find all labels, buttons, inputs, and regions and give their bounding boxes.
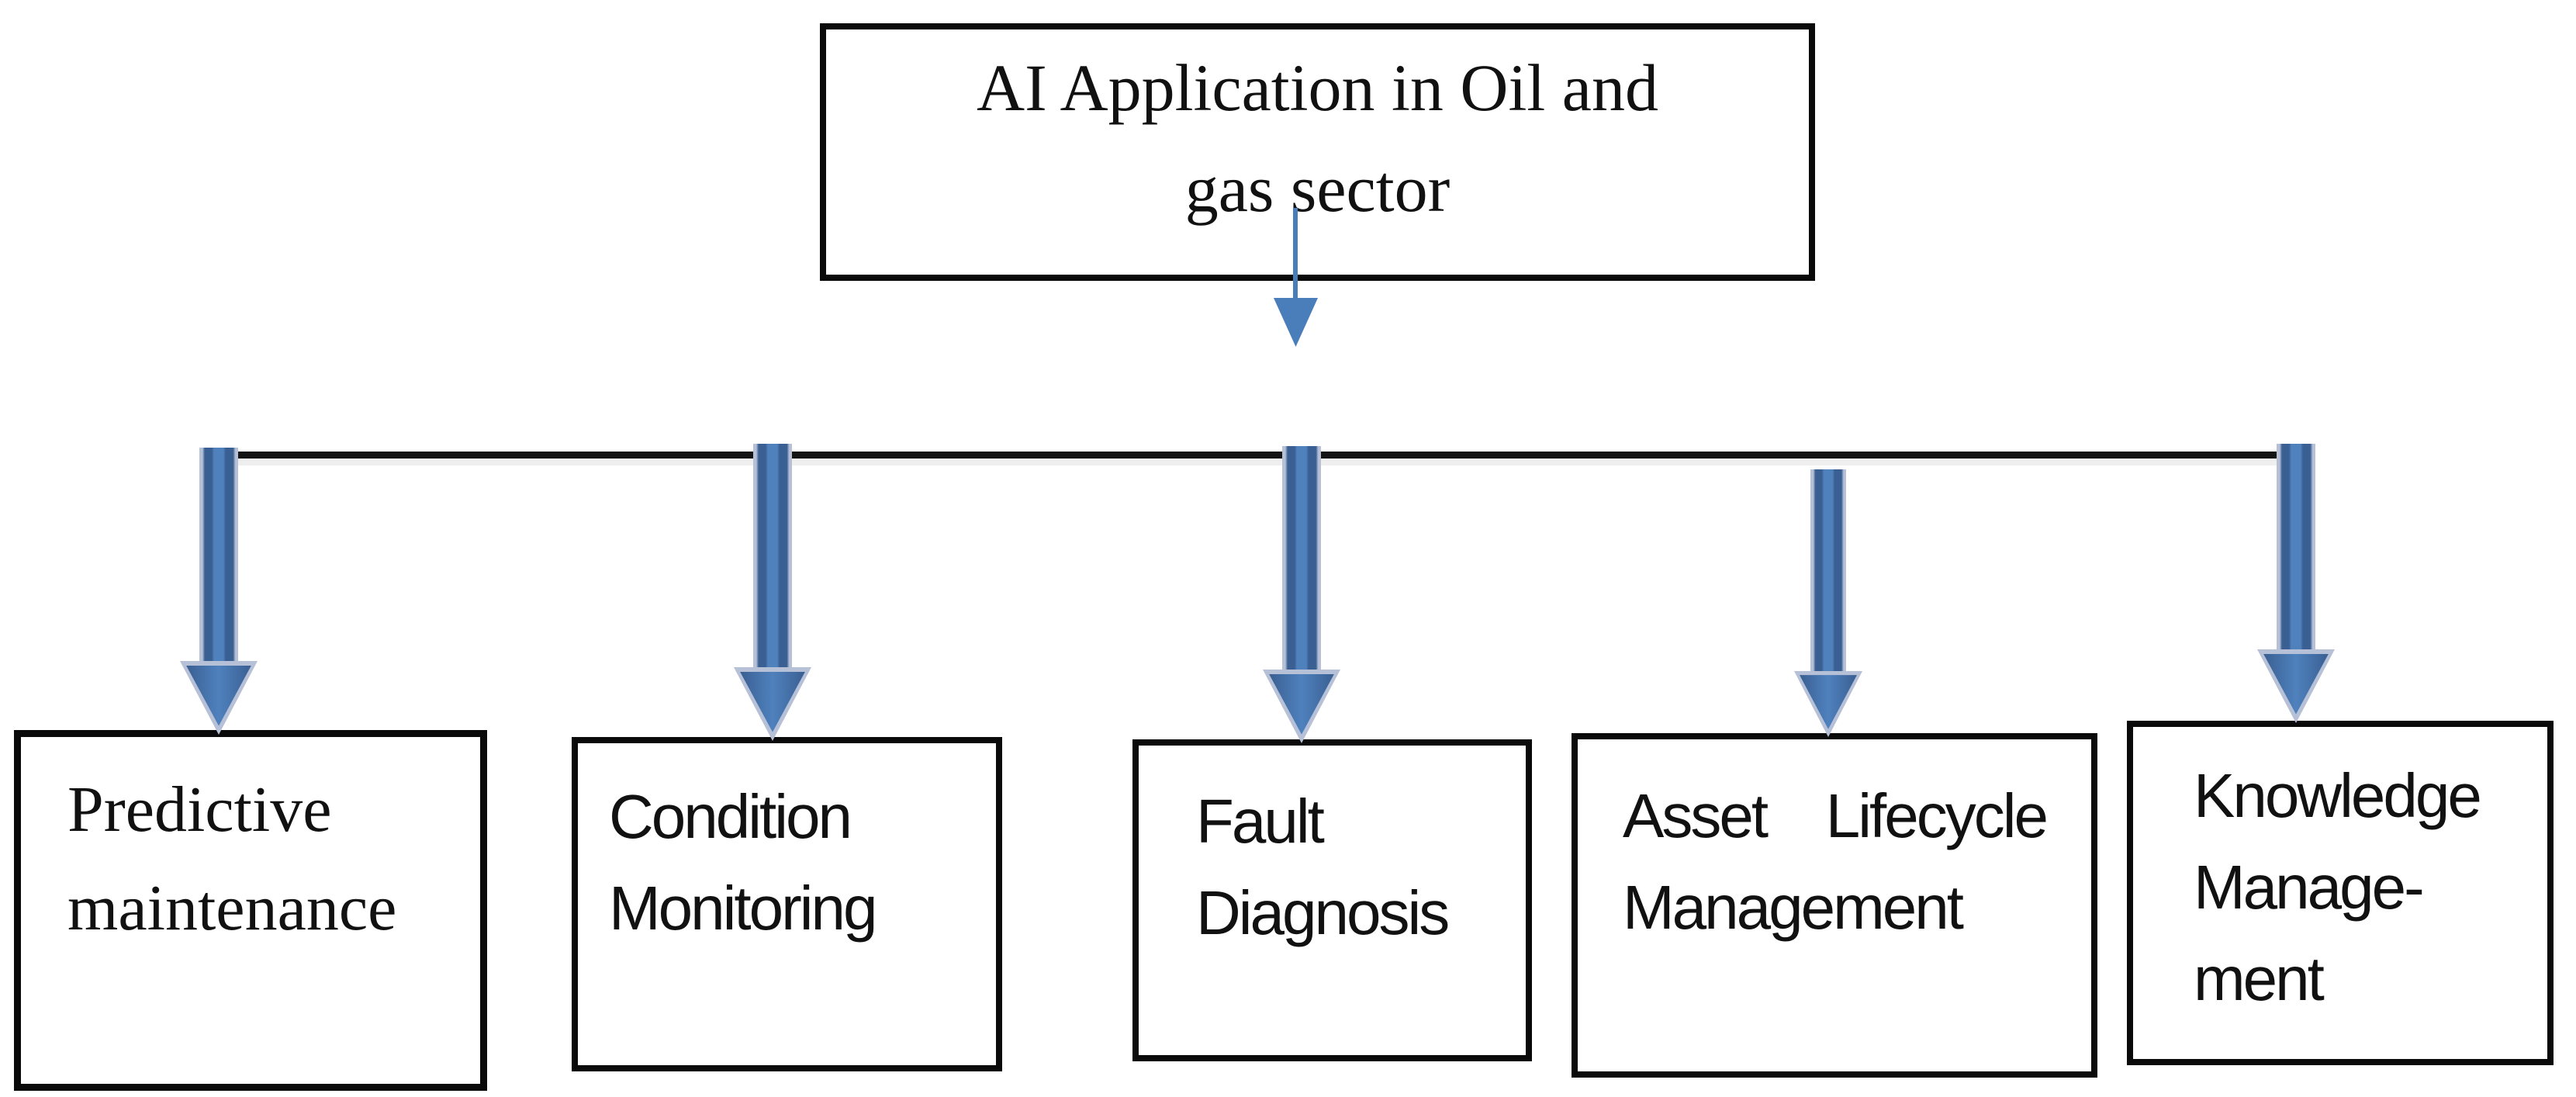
connector-horizontal-line [219,452,2315,459]
root-box-label-line1: AI Application in Oil and [977,50,1658,125]
root-box-label: AI Application in Oil and gas sector [826,29,1809,239]
label-line: Fault [1196,787,1325,856]
arrow-head [1263,670,1340,743]
label-line: Predictive [67,773,332,846]
child-box-fault-diagnosis: Fault Diagnosis [1132,739,1532,1061]
root-box: AI Application in Oil and gas sector [820,23,1815,281]
root-box-label-line2: gas sector [1184,151,1451,226]
arrow-shaft [753,444,792,674]
label-line: Condition [609,782,852,851]
arrow-head [2257,649,2335,723]
child-box-label: Knowledge Manage- ment [2133,727,2547,1025]
arrow-shaft [1810,469,1846,677]
child-box-condition-monitoring: Condition Monitoring [572,737,1002,1071]
thick-down-arrow-icon-4 [1794,469,1862,737]
thick-down-arrow-icon-2 [734,444,811,741]
arrow-head [180,661,258,735]
thick-down-arrow-icon-3 [1263,446,1340,743]
label-line: Monitoring [609,874,878,943]
thin-down-arrow-line [1293,208,1298,303]
arrow-head [734,667,811,741]
label-line: ment [2194,944,2325,1013]
thin-down-arrow-icon [1274,298,1318,347]
thick-down-arrow-icon-5 [2257,444,2335,723]
label-line: Knowledge [2194,761,2482,830]
child-box-knowledge-management: Knowledge Manage- ment [2127,721,2554,1065]
child-box-asset-lifecycle-management: Asset Lifecycle Management [1572,733,2097,1078]
label-line: Management [1623,873,1964,942]
label-line: maintenance [67,872,397,944]
child-box-label: Fault Diagnosis [1139,746,1526,959]
child-box-label: Asset Lifecycle Management [1578,739,2091,953]
child-box-label: Predictive maintenance [21,737,480,957]
label-line: Asset Lifecycle [1623,781,2049,850]
arrow-shaft [1282,446,1321,677]
child-box-label: Condition Monitoring [578,743,996,954]
label-line: Manage- [2194,853,2425,922]
child-box-predictive-maintenance: Predictive maintenance [14,730,487,1091]
arrow-shaft [199,448,238,668]
label-line: Diagnosis [1196,878,1450,947]
arrow-head [1794,671,1862,737]
arrow-shaft [2277,444,2315,656]
thick-down-arrow-icon-1 [180,448,258,735]
